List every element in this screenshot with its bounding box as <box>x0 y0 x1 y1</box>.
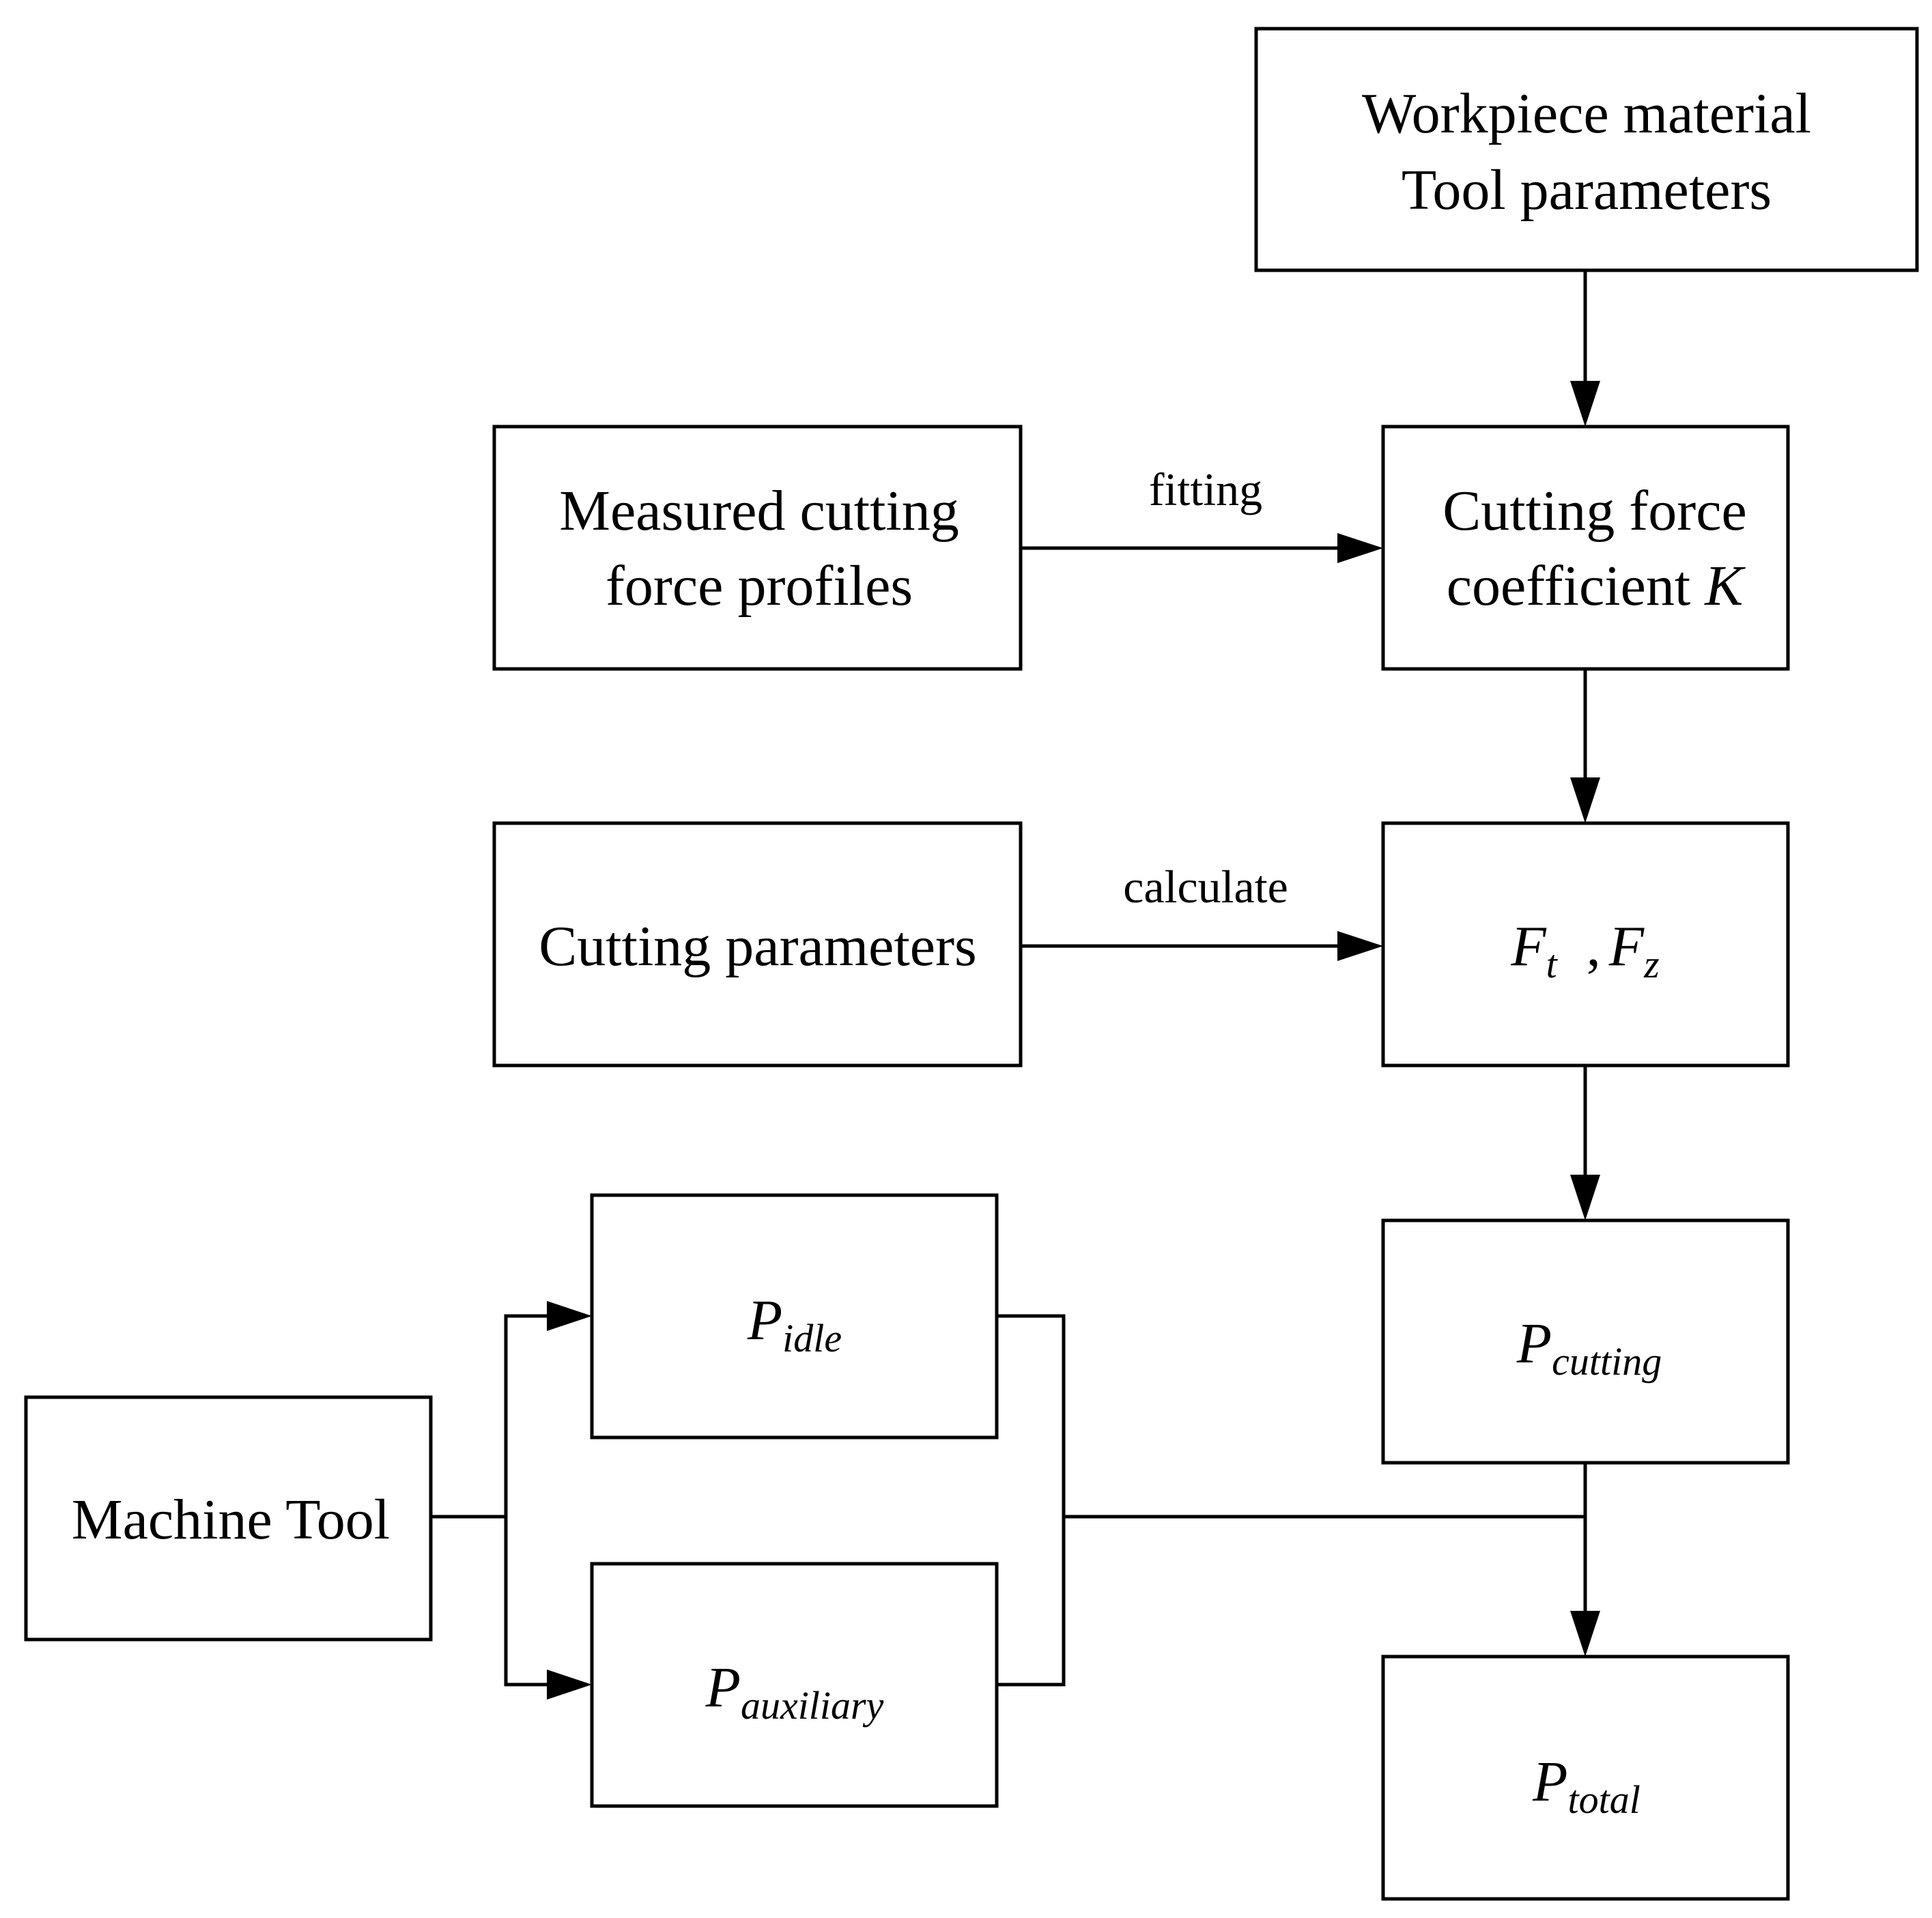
force-fz-sub: z <box>1643 942 1660 986</box>
cutting-parameters-label: Cutting parameters <box>539 915 976 978</box>
force-separator: , <box>1572 915 1601 978</box>
measured-line-1: Measured cutting <box>559 479 959 543</box>
p-cutting-sub: cutting <box>1552 1339 1662 1384</box>
p-auxiliary-box <box>590 1562 999 1808</box>
arrowhead-fitting <box>1337 533 1383 563</box>
force-ft-sub: t <box>1546 942 1559 986</box>
forces-label: Ft ,Fz <box>1510 915 1659 986</box>
p-cutting-base: P <box>1516 1312 1552 1375</box>
arrowhead-forces-pcutting <box>1570 1175 1600 1220</box>
p-total-sub: total <box>1567 1777 1640 1822</box>
edge-label-calculate: calculate <box>1123 861 1288 913</box>
machine-tool-box <box>24 1395 433 1642</box>
p-total-label: Ptotal <box>1532 1750 1640 1822</box>
arrowhead-calculate <box>1337 931 1383 961</box>
connector-machine-tool-branches <box>504 1314 552 1687</box>
machine-tool-label: Machine Tool <box>72 1488 390 1551</box>
arrowhead-into-p-auxiliary <box>547 1670 592 1700</box>
workpiece-box <box>1254 27 1919 272</box>
connector-idle-auxiliary-merge <box>997 1314 1066 1687</box>
arrowhead-workpiece-coefficient <box>1570 381 1600 427</box>
force-fz-base: F <box>1608 915 1645 978</box>
p-auxiliary-base: P <box>705 1656 741 1719</box>
p-auxiliary-sub: auxiliary <box>741 1683 884 1728</box>
p-idle-base: P <box>747 1289 782 1352</box>
p-total-box <box>1381 1655 1790 1901</box>
p-auxiliary-label: Pauxiliary <box>705 1656 884 1728</box>
p-total-base: P <box>1532 1750 1567 1814</box>
measured-line-2: force profiles <box>606 554 913 618</box>
coefficient-box <box>1381 425 1790 671</box>
p-cutting-box <box>1381 1218 1790 1465</box>
measured-force-box <box>492 425 1023 671</box>
arrowhead-into-ptotal <box>1570 1611 1600 1657</box>
force-ft-base: F <box>1510 915 1547 978</box>
cutting-parameters-box <box>492 821 1023 1068</box>
arrowhead-into-p-idle <box>547 1301 592 1331</box>
p-idle-sub: idle <box>782 1316 842 1360</box>
p-idle-box <box>590 1193 999 1440</box>
arrowhead-coefficient-forces <box>1570 777 1600 823</box>
coefficient-symbol-k: K <box>1704 554 1746 618</box>
coefficient-line-2: coefficient K <box>1447 554 1746 618</box>
forces-box <box>1381 821 1790 1068</box>
edge-label-fitting: fitting <box>1149 463 1262 515</box>
workpiece-line-2: Tool parameters <box>1402 158 1772 222</box>
workpiece-line-1: Workpiece material <box>1362 82 1811 145</box>
p-idle-label: Pidle <box>747 1289 842 1360</box>
coefficient-line-1: Cutting force <box>1443 479 1747 543</box>
p-cutting-label: Pcutting <box>1516 1312 1662 1384</box>
coefficient-label: coefficient <box>1447 554 1705 618</box>
